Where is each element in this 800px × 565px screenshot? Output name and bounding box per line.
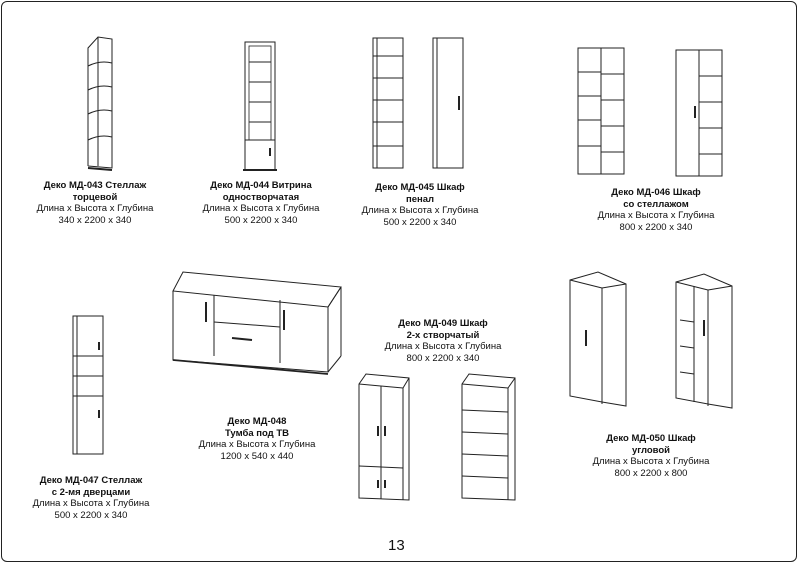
caption-title: с 2-мя дверцами	[51, 486, 131, 498]
caption-title: угловой	[631, 444, 671, 456]
dims-value: 800 х 2200 х 340	[619, 221, 693, 233]
caption-title: Деко МД-044 Витрина	[210, 180, 312, 191]
dims-label: Длина х Высота х Глубина	[592, 456, 710, 467]
caption-title: со стеллажом	[623, 198, 689, 210]
caption-md048: Деко МД-048 Тумба под ТВ Длина х Высота …	[182, 416, 332, 462]
md044-drawing	[243, 41, 277, 171]
md049-drawing	[358, 373, 516, 501]
dims-value: 500 х 2200 х 340	[224, 214, 298, 226]
caption-md043: Деко МД-043 Стеллаж торцевой Длина х Выс…	[20, 180, 170, 226]
dims-value: 800 х 2200 х 800	[614, 467, 688, 479]
md045-drawing	[372, 37, 464, 169]
md043-drawing	[87, 36, 113, 171]
caption-title: 2-х створчатый	[406, 329, 480, 341]
caption-title: торцевой	[72, 191, 118, 203]
caption-title: пенал	[405, 193, 435, 205]
caption-md045: Деко МД-045 Шкаф пенал Длина х Высота х …	[345, 182, 495, 228]
caption-md047: Деко МД-047 Стеллаж с 2-мя дверцами Длин…	[16, 475, 166, 521]
caption-md050: Деко МД-050 Шкаф угловой Длина х Высота …	[576, 433, 726, 479]
dims-value: 500 х 2200 х 340	[54, 509, 128, 521]
caption-title: Деко МД-046 Шкаф	[611, 187, 701, 198]
caption-title: одностворчатая	[222, 191, 300, 203]
dims-value: 800 х 2200 х 340	[406, 352, 480, 364]
caption-md046: Деко МД-046 Шкаф со стеллажом Длина х Вы…	[581, 187, 731, 233]
caption-title: Деко МД-043 Стеллаж	[43, 180, 147, 191]
dims-value: 500 х 2200 х 340	[383, 216, 457, 228]
caption-title: Деко МД-047 Стеллаж	[39, 475, 143, 486]
dims-label: Длина х Высота х Глубина	[597, 210, 715, 221]
md047-drawing	[72, 315, 104, 455]
dims-value: 1200 х 540 х 440	[220, 450, 294, 462]
md050-drawing	[569, 271, 733, 409]
dims-label: Длина х Высота х Глубина	[384, 341, 502, 352]
dims-label: Длина х Высота х Глубина	[198, 439, 316, 450]
caption-md044: Деко МД-044 Витрина одностворчатая Длина…	[186, 180, 336, 226]
caption-title: Деко МД-045 Шкаф	[375, 182, 465, 193]
dims-value: 340 х 2200 х 340	[58, 214, 132, 226]
caption-title: Тумба под ТВ	[224, 427, 290, 439]
caption-title: Деко МД-049 Шкаф	[398, 318, 488, 329]
md048-drawing	[172, 271, 342, 375]
md046-drawing	[577, 47, 723, 177]
caption-title: Деко МД-050 Шкаф	[606, 433, 696, 444]
dims-label: Длина х Высота х Глубина	[361, 205, 479, 216]
caption-title: Деко МД-048	[227, 416, 287, 427]
page-number: 13	[388, 537, 405, 554]
caption-md049: Деко МД-049 Шкаф 2-х створчатый Длина х …	[368, 318, 518, 364]
dims-label: Длина х Высота х Глубина	[36, 203, 154, 214]
dims-label: Длина х Высота х Глубина	[32, 498, 150, 509]
dims-label: Длина х Высота х Глубина	[202, 203, 320, 214]
